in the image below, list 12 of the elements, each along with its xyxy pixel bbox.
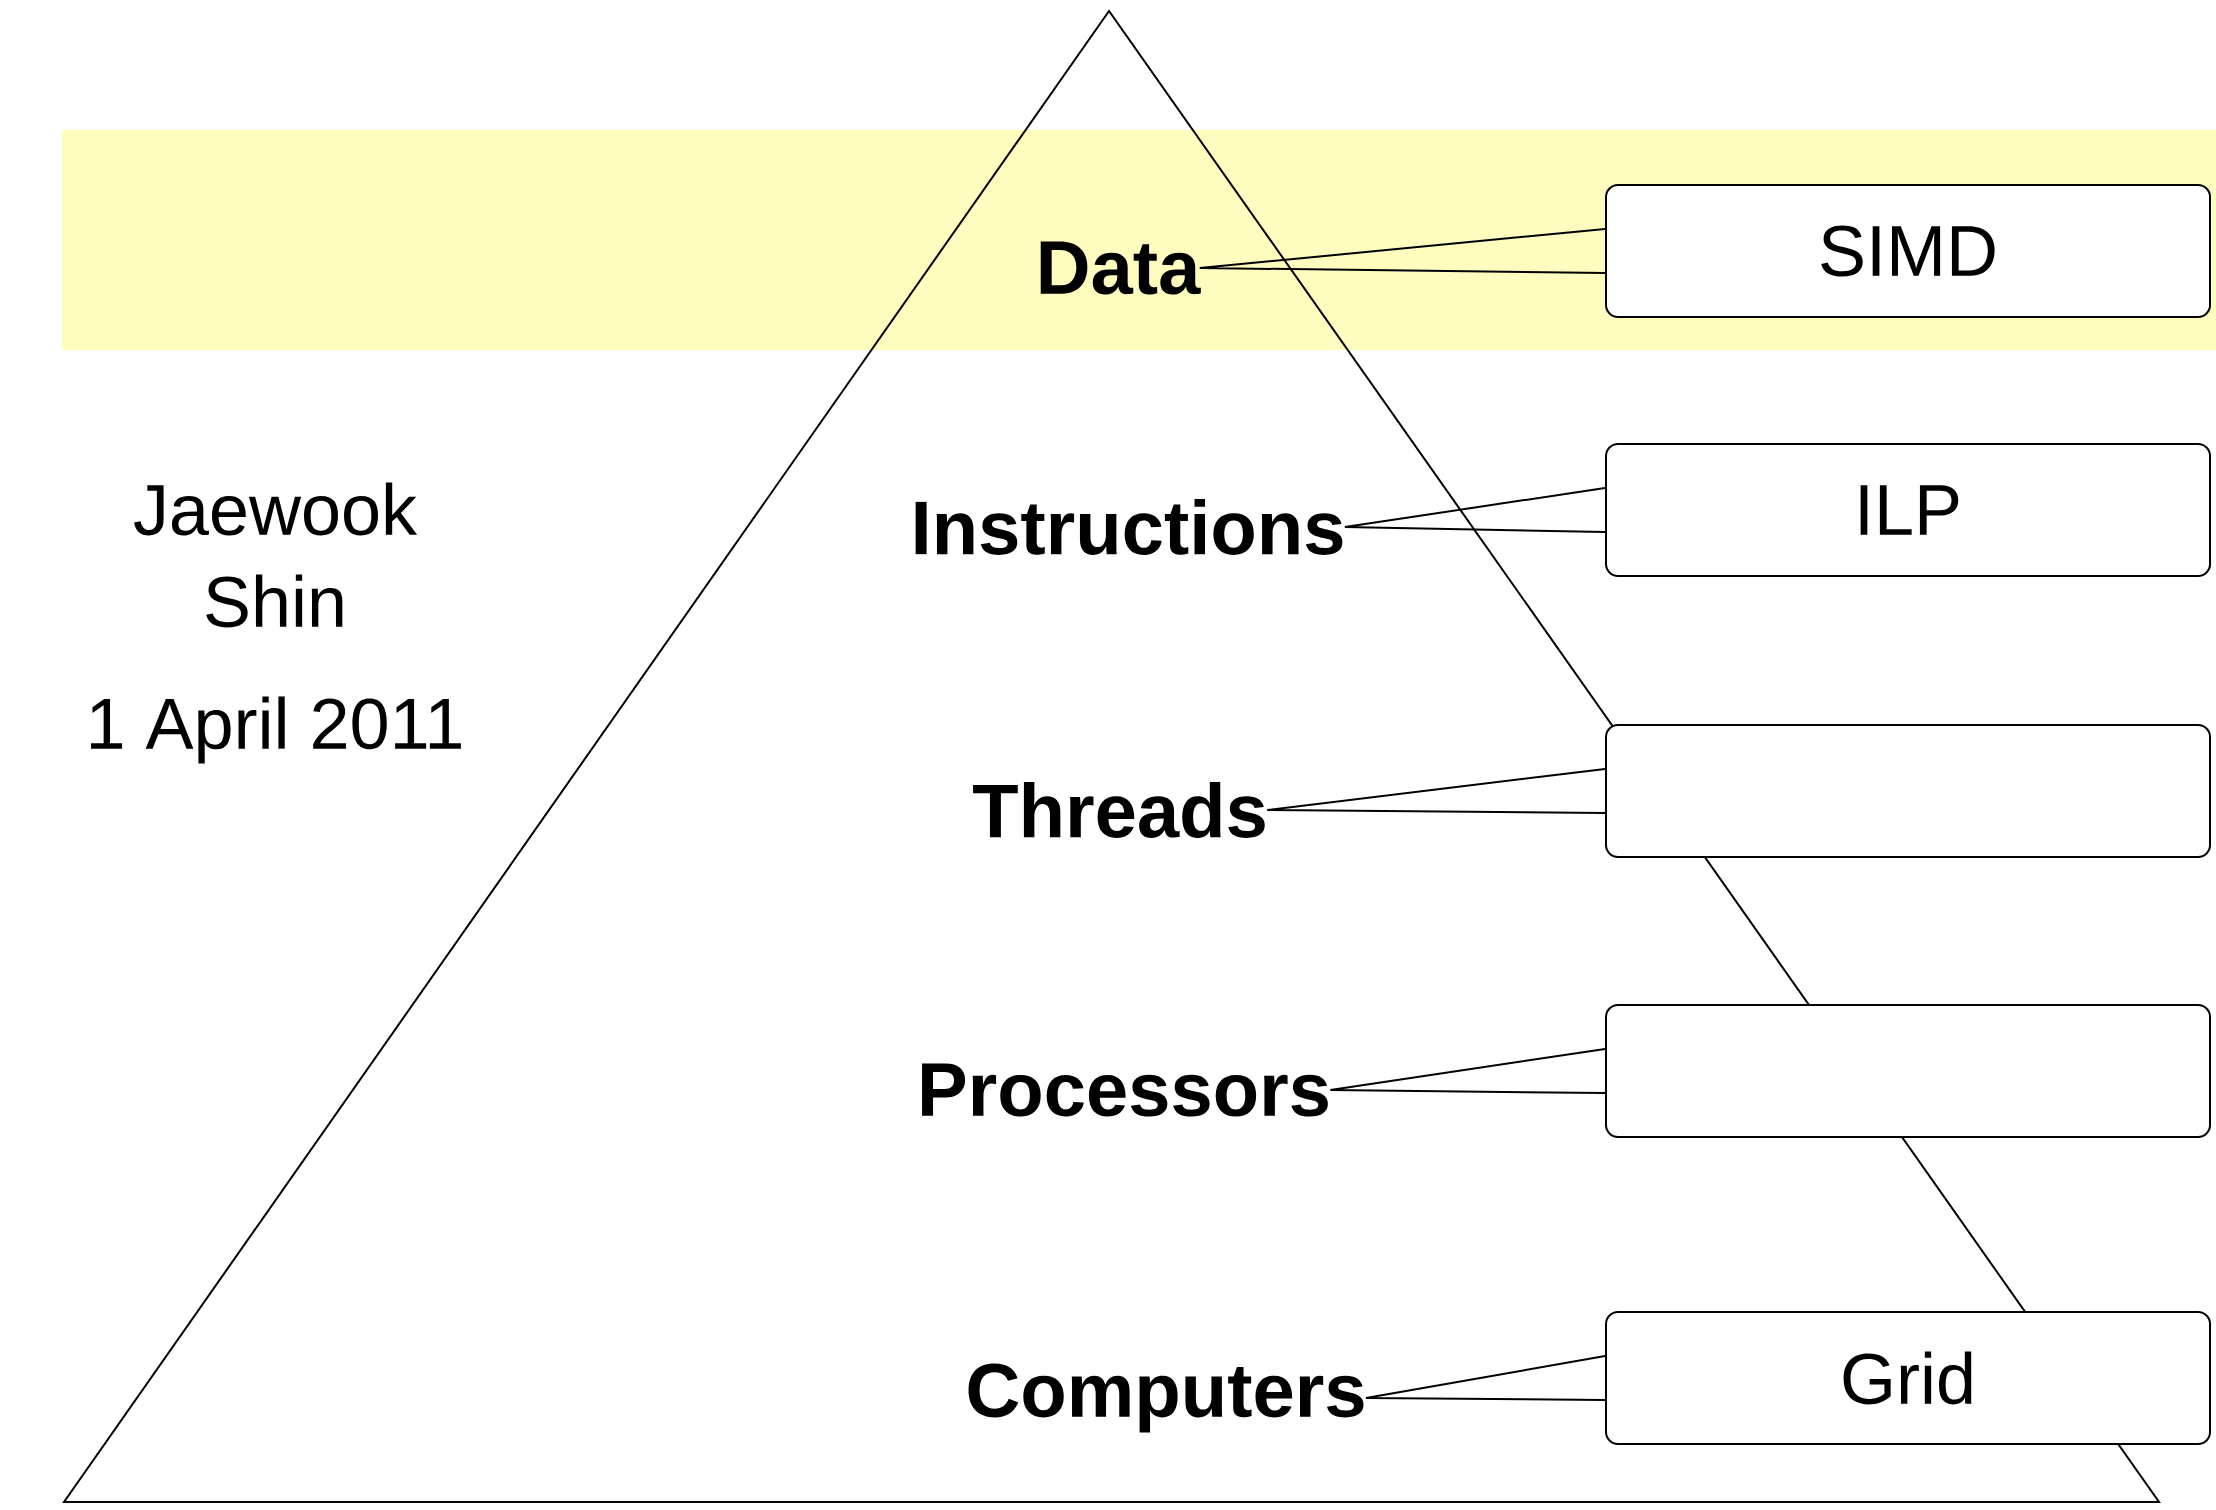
callout-box [1605, 724, 2212, 858]
callout-box: ILP [1605, 443, 2212, 577]
callout-box [1605, 1004, 2212, 1138]
level-label: Instructions [915, 499, 1343, 555]
callout-box: SIMD [1605, 184, 2212, 318]
date-label: 1 April 2011 [91, 696, 461, 764]
author-name: Jaewook Shin [134, 482, 418, 628]
callout-box: Grid [1605, 1311, 2212, 1445]
level-label: Threads [973, 782, 1265, 838]
level-label: Data [1040, 241, 1201, 295]
level-label: Computers [968, 1363, 1364, 1433]
level-label: Processors [922, 1063, 1328, 1117]
